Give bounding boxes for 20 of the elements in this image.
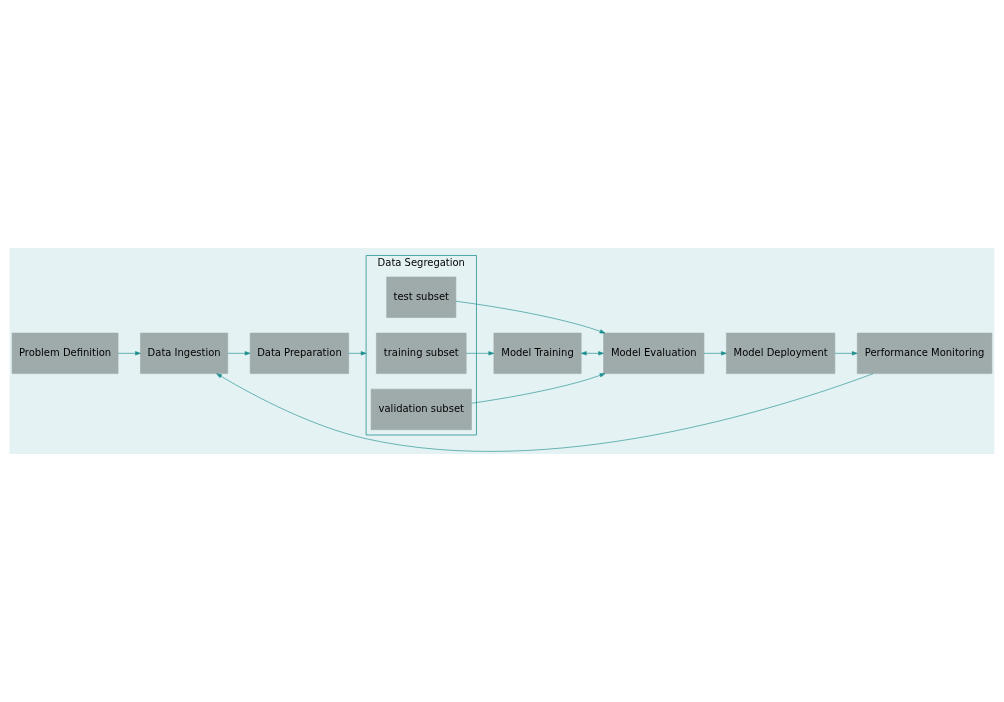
node-box: Performance Monitoring (856, 332, 993, 374)
node-box: validation subset (370, 388, 472, 430)
arrow (465, 351, 495, 356)
arrow (703, 351, 727, 356)
node-box: training subset (376, 332, 467, 374)
node-box: test subset (386, 276, 457, 318)
arrow (117, 351, 141, 356)
arrow (216, 373, 874, 452)
node-box: Problem Definition (11, 332, 119, 374)
node-box: Model Training (493, 332, 582, 374)
arrow (581, 351, 604, 356)
arrow (455, 300, 606, 334)
node-box: Model Deployment (726, 332, 836, 374)
arrow (471, 373, 606, 404)
node-box: Data Ingestion (140, 332, 229, 374)
arrow (227, 351, 251, 356)
node-box: Model Evaluation (603, 332, 705, 374)
arrow (834, 351, 858, 356)
node-box: Data Preparation (249, 332, 349, 374)
arrow (348, 351, 367, 356)
